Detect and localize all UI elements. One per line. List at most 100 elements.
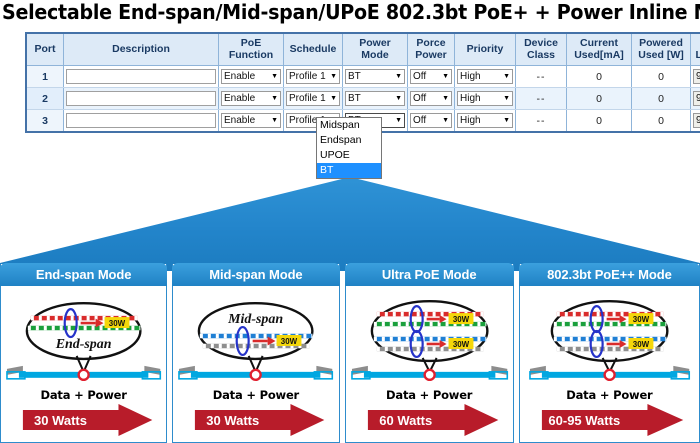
description-input[interactable] (66, 69, 216, 84)
column-header-priority: Priority (454, 32, 516, 66)
dropdown-option-endspan[interactable]: Endspan (320, 134, 362, 146)
watt-arrow-wrap: 60 Watts (346, 403, 513, 437)
mode-panel-8023bt-poe-plus-plus: 802.3bt PoE++ Mode 30W (518, 263, 700, 443)
column-header-power-mode: Power Mode (342, 32, 408, 66)
cell-priority: High ▼ (454, 109, 516, 133)
chevron-down-icon: ▼ (395, 117, 402, 124)
dropdown-option-upoe[interactable]: UPOE (320, 149, 350, 161)
power-limit-input[interactable]: 90 (693, 113, 700, 128)
chevron-down-icon: ▼ (395, 73, 402, 80)
schedule-select[interactable]: Profile 1 ▼ (286, 91, 340, 106)
cell-current-used: 0 (566, 109, 632, 133)
column-header-port: Port (25, 32, 64, 66)
cell-device-class: -- (515, 65, 567, 88)
page-title: Selectable End-span/Mid-span/UPoE 802.3b… (2, 0, 700, 24)
cell-port: 2 (25, 87, 64, 110)
power-limit-input[interactable]: 90 (693, 69, 700, 84)
mode-panel-body: Mid-span 30W (173, 286, 338, 442)
cell-power-limit: 90 (690, 65, 700, 88)
power-limit-input[interactable]: 90 (693, 91, 700, 106)
cell-force-power: Off ▼ (407, 109, 455, 133)
table-row: 2 Enable ▼ Profile 1 ▼ BT ▼ (25, 87, 700, 110)
cell-poe-function: Enable ▼ (218, 65, 284, 88)
description-input[interactable] (66, 113, 216, 128)
mode-panel-title: 802.3bt PoE++ Mode (518, 263, 700, 286)
chevron-down-icon: ▼ (395, 95, 402, 102)
poe-function-select[interactable]: Enable ▼ (221, 113, 281, 128)
cell-poe-function: Enable ▼ (218, 109, 284, 133)
mode-panel-body: 30W End-span Data + Power (1, 286, 166, 442)
chevron-down-icon: ▼ (271, 73, 278, 80)
table-row: 1 Enable ▼ Profile 1 ▼ BT ▼ (25, 65, 700, 88)
watt-arrow-wrap: 60-95 Watts (520, 403, 699, 437)
column-header-description: Description (63, 32, 219, 66)
cell-port: 1 (25, 65, 64, 88)
force-power-select[interactable]: Off ▼ (410, 113, 452, 128)
mode-panel-mid-span: Mid-span Mode Mid-span 30W (172, 263, 340, 443)
chevron-down-icon: ▼ (503, 73, 510, 80)
power-badge-label: 30W (633, 340, 650, 349)
cell-priority: High ▼ (454, 65, 516, 88)
power-badge-label: 30W (281, 337, 298, 346)
watt-arrow-wrap: 30 Watts (1, 403, 166, 437)
watt-arrow-icon (367, 404, 498, 436)
chevron-down-icon: ▼ (503, 117, 510, 124)
cell-description (63, 65, 219, 88)
power-mode-select[interactable]: BT ▼ (345, 69, 405, 84)
cell-description (63, 109, 219, 133)
funnel-arrow (0, 177, 700, 271)
cell-power-mode: BT ▼ (342, 65, 408, 88)
table-header-row: Port Description PoE Function Schedule P… (25, 32, 700, 66)
dropdown-option-bt[interactable]: BT (317, 163, 381, 178)
chevron-down-icon: ▼ (330, 95, 337, 102)
poe-function-select[interactable]: Enable ▼ (221, 91, 281, 106)
priority-select[interactable]: High ▼ (457, 91, 513, 106)
mode-panels: End-span Mode 30W End-span (0, 263, 700, 443)
power-badge-label: 30W (633, 315, 650, 324)
schedule-select[interactable]: Profile 1 ▼ (286, 69, 340, 84)
power-badge-label: 30W (452, 315, 469, 324)
cell-priority: High ▼ (454, 87, 516, 110)
mode-panel-end-span: End-span Mode 30W End-span (0, 263, 168, 443)
chevron-down-icon: ▼ (442, 117, 449, 124)
cell-description (63, 87, 219, 110)
chevron-down-icon: ▼ (442, 95, 449, 102)
power-mode-select[interactable]: BT ▼ (345, 91, 405, 106)
cell-powered-used: 0 (631, 109, 691, 133)
cell-device-class: -- (515, 87, 567, 110)
poe-bt-diagram: 30W 30W (528, 299, 690, 382)
description-input[interactable] (66, 91, 216, 106)
dropdown-option-midspan[interactable]: Midspan (320, 119, 360, 131)
power-badge-label: 30W (452, 340, 469, 349)
cell-powered-used: 0 (631, 65, 691, 88)
cell-powered-used: 0 (631, 87, 691, 110)
ellipse-label: End-span (55, 337, 112, 352)
mode-panel-title: Mid-span Mode (172, 263, 340, 286)
poe-function-select[interactable]: Enable ▼ (221, 69, 281, 84)
chevron-down-icon: ▼ (271, 95, 278, 102)
cell-schedule: Profile 1 ▼ (283, 87, 343, 110)
cell-current-used: 0 (566, 65, 632, 88)
column-header-device-class: Device Class (515, 32, 567, 66)
watt-arrow-icon (195, 404, 325, 436)
cell-schedule: Profile 1 ▼ (283, 65, 343, 88)
force-power-select[interactable]: Off ▼ (410, 69, 452, 84)
power-mode-dropdown-list[interactable]: Midspan Endspan UPOE BT (316, 117, 382, 179)
chevron-down-icon: ▼ (330, 73, 337, 80)
ultra-poe-diagram: 30W 30W (350, 299, 508, 382)
chevron-down-icon: ▼ (442, 73, 449, 80)
end-span-diagram: 30W End-span (6, 301, 162, 382)
column-header-current-used: Current Used[mA] (566, 32, 632, 66)
column-header-force-power: Porce Power (407, 32, 455, 66)
column-header-power-limit: Power Limit [W] (690, 32, 700, 66)
power-badge-label: 30W (109, 319, 126, 328)
cell-poe-function: Enable ▼ (218, 87, 284, 110)
mode-panel-ultra-poe: Ultra PoE Mode 30W (344, 263, 514, 443)
chevron-down-icon: ▼ (271, 117, 278, 124)
force-power-select[interactable]: Off ▼ (410, 91, 452, 106)
mode-panel-title: End-span Mode (0, 263, 168, 286)
priority-select[interactable]: High ▼ (457, 69, 513, 84)
chevron-down-icon: ▼ (503, 95, 510, 102)
priority-select[interactable]: High ▼ (457, 113, 513, 128)
cell-force-power: Off ▼ (407, 65, 455, 88)
